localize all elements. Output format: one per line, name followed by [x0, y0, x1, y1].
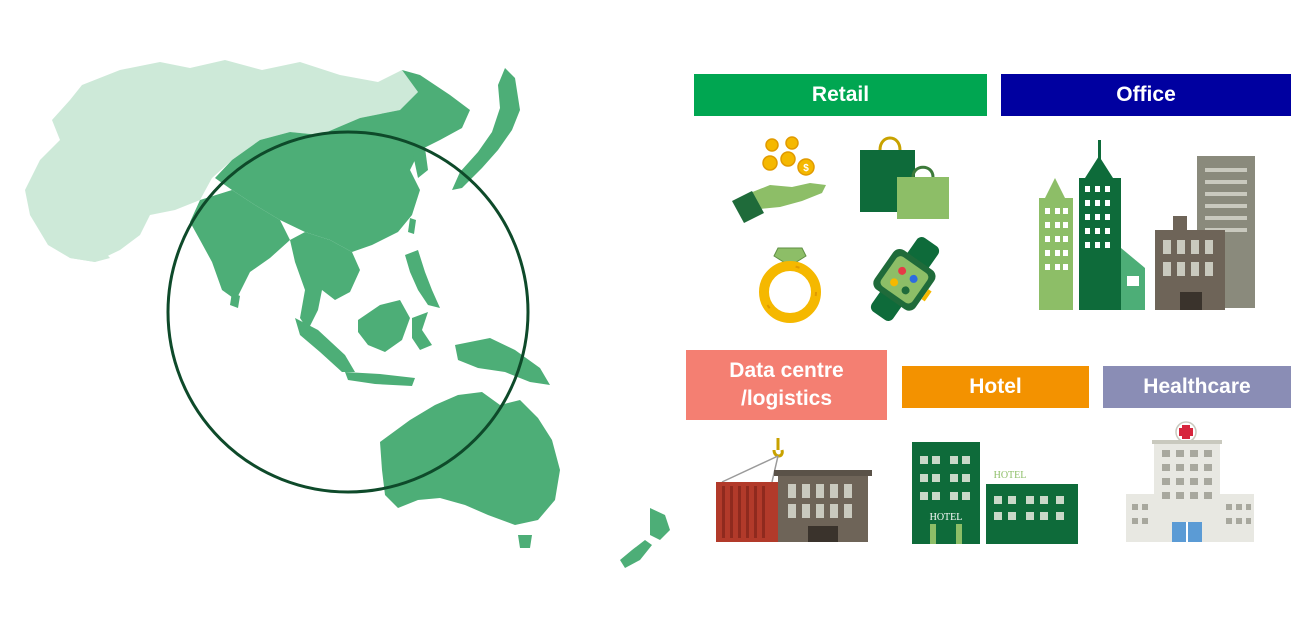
retail-label: Retail [694, 74, 987, 116]
data-centre-label: Data centre /logistics [686, 350, 887, 420]
map-region-philippines [405, 250, 440, 308]
hotel-sign-low: HOTEL [994, 470, 1027, 481]
map-region-borneo [358, 300, 410, 352]
map-region-india [190, 190, 290, 300]
warehouse-container-icon [716, 438, 872, 542]
data-centre-label-line2: /logistics [740, 387, 833, 410]
asia-pacific-map [25, 60, 670, 568]
map-region-java [345, 372, 415, 386]
hotel-buildings-icon: HOTEL HOTEL [912, 442, 1078, 544]
hotel-sign-tall: HOTEL [930, 512, 963, 523]
office-buildings-icon [1039, 140, 1255, 310]
map-region-tasmania [518, 535, 532, 548]
shopping-bags-icon [860, 136, 949, 219]
map-region-faded [25, 60, 418, 262]
map-region-new-zealand [620, 508, 670, 568]
map-region-china [215, 70, 470, 252]
smartwatch-icon [870, 237, 940, 321]
map-region-korea [412, 148, 428, 178]
hospital-icon [1126, 421, 1254, 542]
map-region-japan [452, 68, 520, 190]
svg-text:$: $ [803, 163, 809, 174]
focus-ring [166, 130, 530, 494]
map-region-sulawesi [412, 312, 432, 350]
hand-coins-icon: $ [732, 136, 826, 223]
map-region-taiwan [408, 218, 416, 234]
hotel-label: Hotel [902, 366, 1089, 408]
data-centre-label-line1: Data centre [729, 359, 844, 382]
map-region-australia [380, 392, 560, 525]
map-region-sumatra [295, 318, 355, 372]
ring-icon [759, 247, 821, 323]
map-region-new-guinea [455, 338, 550, 385]
map-region-srilanka [230, 292, 240, 308]
map-region-indochina [290, 232, 360, 330]
healthcare-label: Healthcare [1103, 366, 1291, 408]
office-label: Office [1001, 74, 1291, 116]
map-region-faded-arabia [30, 215, 110, 262]
